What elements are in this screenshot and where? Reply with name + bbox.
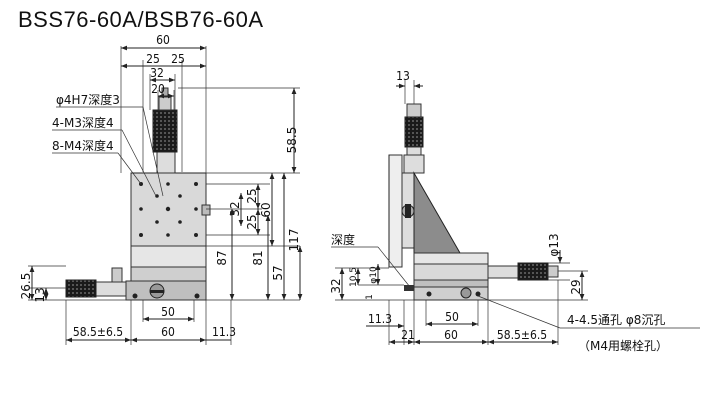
side-dim-phi10: φ10 [369,266,379,284]
side-micrometer-right [487,262,559,281]
side-dim-1: 1 [365,294,375,300]
dim-25-left: 25 [146,52,160,66]
side-dim-58-5-tolerance: 58.5±6.5 [497,328,547,342]
side-dim-phi13: φ13 [547,233,561,256]
side-dim-60: 60 [444,328,458,342]
dim-25-right: 25 [171,52,185,66]
side-dim-21: 21 [401,328,415,342]
dim-11-3: 11.3 [212,325,236,339]
drawing-title: BSS76-60A/BSB76-60A [18,7,264,32]
callout-depth: 深度 [331,232,355,247]
dim-32-top: 32 [150,66,164,80]
dim-20: 20 [151,82,165,96]
angle-bracket [413,171,461,254]
side-dim-13-top: 13 [396,69,410,83]
dim-87: 87 [215,250,229,265]
dim-60-top: 60 [156,33,170,47]
dim-25-b: 25 [245,214,259,229]
callout-holes-line2: （M4用螺栓孔） [578,338,668,353]
dim-60-bottom: 60 [161,325,175,339]
callout-m4: 8-M4深度4 [52,138,114,153]
side-dim-32: 32 [329,278,343,293]
side-dim-29: 29 [569,279,583,294]
callout-m3: 4-M3深度4 [52,115,114,130]
dim-58-5-tolerance: 58.5±6.5 [73,325,123,339]
dim-60-vertical: 60 [259,202,273,217]
side-top-stage [413,252,489,265]
top-micrometer [152,87,178,174]
side-dim-50: 50 [445,310,459,324]
dim-58-5: 58.5 [285,127,299,154]
base-plate [125,280,207,301]
dim-57: 57 [271,265,285,280]
callout-holes-line1: 4-4.5通孔 φ8沉孔 [567,313,665,327]
dim-32-mid: 32 [228,201,242,216]
side-dim-11-3: 11.3 [368,312,392,326]
front-view: 60 25 25 32 20 φ4H7深度3 4-M3深度4 8-M4深度4 5… [19,33,303,345]
side-view: 13 φ13 29 深度 32 10.5 φ10 1 1 [329,69,700,353]
mounting-holes [139,182,198,237]
dim-26-5: 26.5 [19,273,33,300]
dim-117: 117 [287,229,301,252]
lower-block [130,245,207,268]
dim-50-bottom: 50 [161,305,175,319]
dim-13: 13 [33,287,47,302]
side-micrometer-left [65,267,127,298]
side-vertical-micrometer [403,103,425,174]
dim-81: 81 [251,250,265,265]
callout-h7-hole: φ4H7深度3 [56,92,120,107]
side-dim-10-5: 10.5 [349,267,359,287]
dim-25-a: 25 [245,188,259,203]
